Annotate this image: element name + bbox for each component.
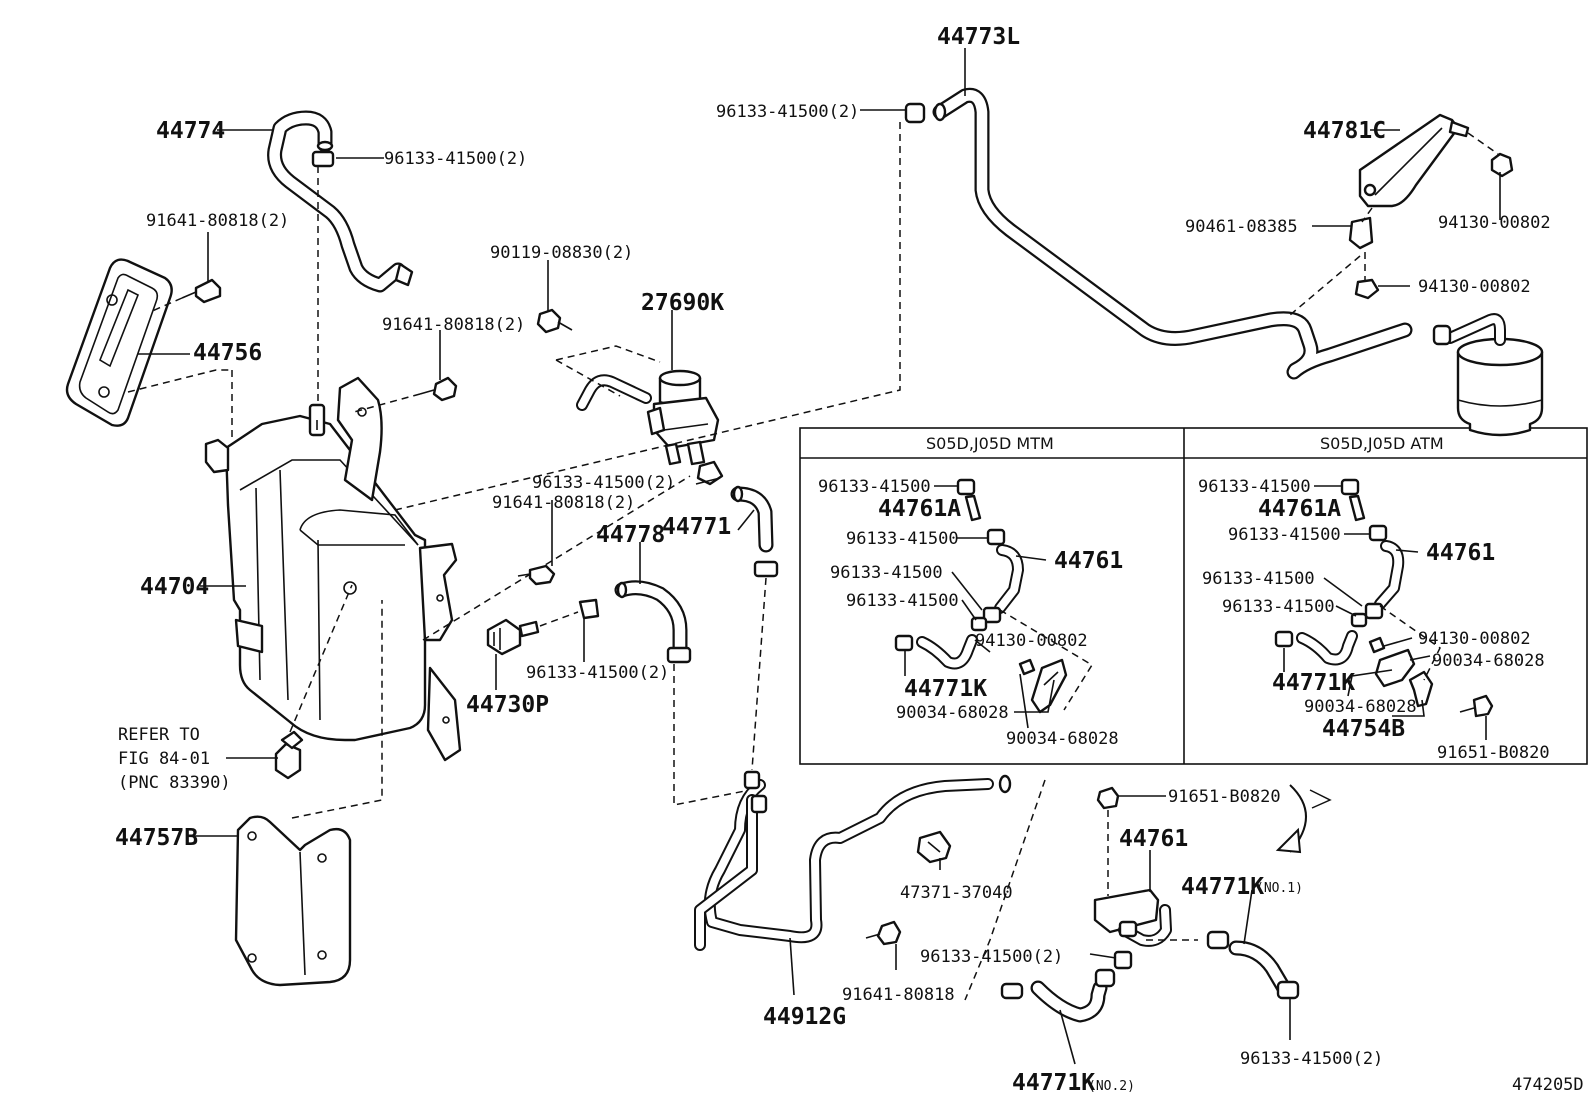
hose-44773L — [932, 87, 1413, 380]
label-44771K-no2: 44771K — [1012, 1070, 1095, 1096]
canister — [1432, 313, 1544, 437]
atm-label-1: 96133-41500 — [1198, 477, 1311, 497]
label-44771: 44771 — [662, 514, 731, 540]
label-44756: 44756 — [193, 340, 262, 366]
atm-label-2: 44761A — [1258, 496, 1341, 522]
atm-label-11: 44754B — [1322, 716, 1405, 742]
label-90461: 90461-08385 — [1185, 217, 1298, 237]
label-44773L: 44773L — [937, 24, 1020, 50]
bracket-44781C — [1289, 113, 1514, 316]
bolt-90119 — [536, 308, 573, 334]
hose-44771K-no2 — [1000, 968, 1116, 1023]
label-44912G: 44912G — [763, 1004, 846, 1030]
tank-bracket — [336, 376, 462, 762]
label-91641-a: 91641-80818(2) — [146, 211, 289, 231]
leader-lines — [138, 48, 1501, 1065]
mtm-label-8: 44771K — [904, 676, 987, 702]
atm-label-4: 44761 — [1426, 540, 1495, 566]
label-44757B: 44757B — [115, 825, 198, 851]
dashed-links — [291, 120, 901, 819]
label-90119: 90119-08830(2) — [490, 243, 633, 263]
atm-label-7: 94130-00802 — [1418, 629, 1531, 649]
label-no2: (NO.2) — [1088, 1079, 1135, 1094]
label-96133-valve: 96133-41500(2) — [532, 473, 675, 493]
mtm-label-10: 90034-68028 — [1006, 729, 1119, 749]
diagram-id: 474205D — [1512, 1075, 1584, 1095]
label-96133-mid: 96133-41500(2) — [526, 663, 669, 683]
label-94130-a: 94130-00802 — [1438, 213, 1551, 233]
atm-label-9: 44771K — [1272, 670, 1355, 696]
label-47371: 47371-37040 — [900, 883, 1013, 903]
labels: 44773L 96133-41500(2) 44774 96133-41500(… — [115, 24, 1584, 1096]
label-44774: 44774 — [156, 118, 225, 144]
bracket-44757B — [234, 815, 352, 987]
sensor-refer — [274, 584, 353, 780]
label-44730P: 44730P — [466, 692, 549, 718]
mtm-label-5: 96133-41500 — [830, 563, 943, 583]
clip-47371 — [916, 830, 952, 864]
inset-mtm-drawing — [894, 478, 1094, 714]
label-27690K: 27690K — [641, 290, 724, 316]
mtm-label-3: 96133-41500 — [846, 529, 959, 549]
hose-44771K-no1 — [1206, 930, 1300, 1000]
inset-atm-drawing — [1274, 478, 1494, 718]
label-91641-bottom: 91641-80818 — [842, 985, 955, 1005]
label-refer-1: REFER TO — [118, 725, 200, 745]
hose-44778 — [614, 580, 751, 806]
atm-label-8: 90034-68028 — [1432, 651, 1545, 671]
label-96133-44774: 96133-41500(2) — [384, 149, 527, 169]
hose-44774 — [267, 110, 414, 402]
label-91641-b: 91641-80818(2) — [382, 315, 525, 335]
label-no1: (NO.1) — [1256, 881, 1303, 896]
assembly-44761-bottom — [1093, 786, 1198, 970]
atm-label-6: 96133-41500 — [1222, 597, 1335, 617]
label-refer-2: FIG 84-01 — [118, 749, 210, 769]
label-91651-mid: 91651-B0820 — [1168, 787, 1281, 807]
label-94130-b: 94130-00802 — [1418, 277, 1531, 297]
bolt-91641-bottom — [865, 920, 902, 946]
bolt-91641-b — [353, 376, 458, 413]
label-44778: 44778 — [596, 522, 665, 548]
arrow-icon — [1275, 784, 1332, 854]
hose-44771 — [730, 485, 779, 771]
clamp-top — [904, 102, 926, 124]
inset-atm-header: S05D,J05D ATM — [1320, 434, 1444, 453]
label-44704: 44704 — [140, 574, 209, 600]
mtm-label-2: 44761A — [878, 496, 961, 522]
label-96133-bottom: 96133-41500(2) — [920, 947, 1063, 967]
sensor-44730P — [486, 564, 600, 656]
pad-44756 — [65, 258, 233, 440]
atm-label-5: 96133-41500 — [1202, 569, 1315, 589]
label-96133-br: 96133-41500(2) — [1240, 1049, 1383, 1069]
inset-mtm-header: S05D,J05D MTM — [926, 434, 1054, 453]
reservoir-tank-44704 — [204, 403, 427, 742]
valve-27690K — [555, 345, 724, 486]
mtm-label-6: 96133-41500 — [846, 591, 959, 611]
atm-label-3: 96133-41500 — [1228, 525, 1341, 545]
atm-label-10: 90034-68028 — [1304, 697, 1417, 717]
label-44781C: 44781C — [1303, 118, 1386, 144]
label-44771K-no1: 44771K — [1181, 874, 1264, 900]
label-44761-bottom: 44761 — [1119, 826, 1188, 852]
mtm-label-1: 96133-41500 — [818, 477, 931, 497]
inset-boxes — [799, 427, 1588, 765]
atm-label-12: 91651-B0820 — [1437, 743, 1550, 763]
label-91641-c: 91641-80818(2) — [492, 493, 635, 513]
mtm-label-9: 90034-68028 — [896, 703, 1009, 723]
mtm-label-4: 44761 — [1054, 548, 1123, 574]
pipe-44912G — [694, 770, 1046, 1001]
label-refer-3: (PNC 83390) — [118, 773, 231, 793]
bolt-91641-a — [149, 278, 222, 313]
mtm-label-7: 94130-00802 — [975, 631, 1088, 651]
label-96133-top: 96133-41500(2) — [716, 102, 859, 122]
